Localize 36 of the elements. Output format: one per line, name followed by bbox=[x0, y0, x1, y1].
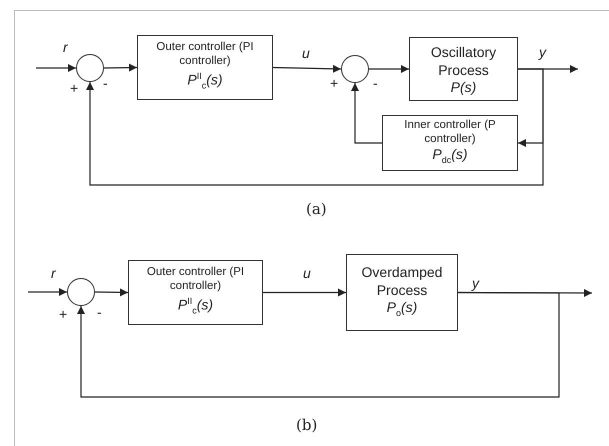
block-box bbox=[346, 254, 458, 331]
arrow bbox=[77, 292, 560, 398]
transfer-function: P$_{o}$(s) bbox=[386, 299, 418, 320]
arrow bbox=[351, 83, 382, 144]
panel-caption: (a) bbox=[306, 200, 327, 218]
arrow bbox=[28, 288, 67, 296]
sign-label: + bbox=[59, 306, 68, 322]
arrow bbox=[272, 64, 342, 73]
block-box bbox=[128, 260, 263, 325]
block-label: Oscillatory Process bbox=[430, 42, 498, 78]
block-box bbox=[382, 115, 518, 171]
panel-caption: (b) bbox=[296, 416, 318, 434]
block-box bbox=[137, 35, 273, 100]
block-box bbox=[409, 37, 518, 101]
block-label: Overdamped Process bbox=[360, 263, 444, 300]
arrow bbox=[104, 64, 137, 72]
block-label: Outer controller (PI controller) bbox=[146, 265, 246, 294]
sign-label: - bbox=[97, 304, 102, 320]
arrow bbox=[86, 68, 544, 186]
arrow bbox=[369, 65, 409, 73]
sign-label: - bbox=[103, 75, 108, 91]
arrow bbox=[36, 64, 76, 72]
arrow bbox=[263, 288, 346, 296]
transfer-function: P$_{dc}$(s) bbox=[432, 146, 468, 166]
summing-junction bbox=[67, 278, 95, 306]
sign-label: - bbox=[373, 75, 378, 91]
block-label: Inner controller (P controller) bbox=[403, 118, 497, 146]
sign-label: + bbox=[70, 80, 78, 96]
block-label: Outer controller (PI controller) bbox=[155, 40, 255, 68]
sign-label: + bbox=[330, 75, 338, 91]
summing-junction bbox=[76, 54, 104, 82]
summing-junction bbox=[341, 55, 369, 83]
transfer-function: P$^{II}$$_{c}$(s) bbox=[187, 70, 223, 93]
transfer-function: P$^{II}$$_{c}$(s) bbox=[178, 295, 214, 318]
arrow bbox=[95, 288, 128, 296]
transfer-function: P(s) bbox=[450, 78, 476, 96]
